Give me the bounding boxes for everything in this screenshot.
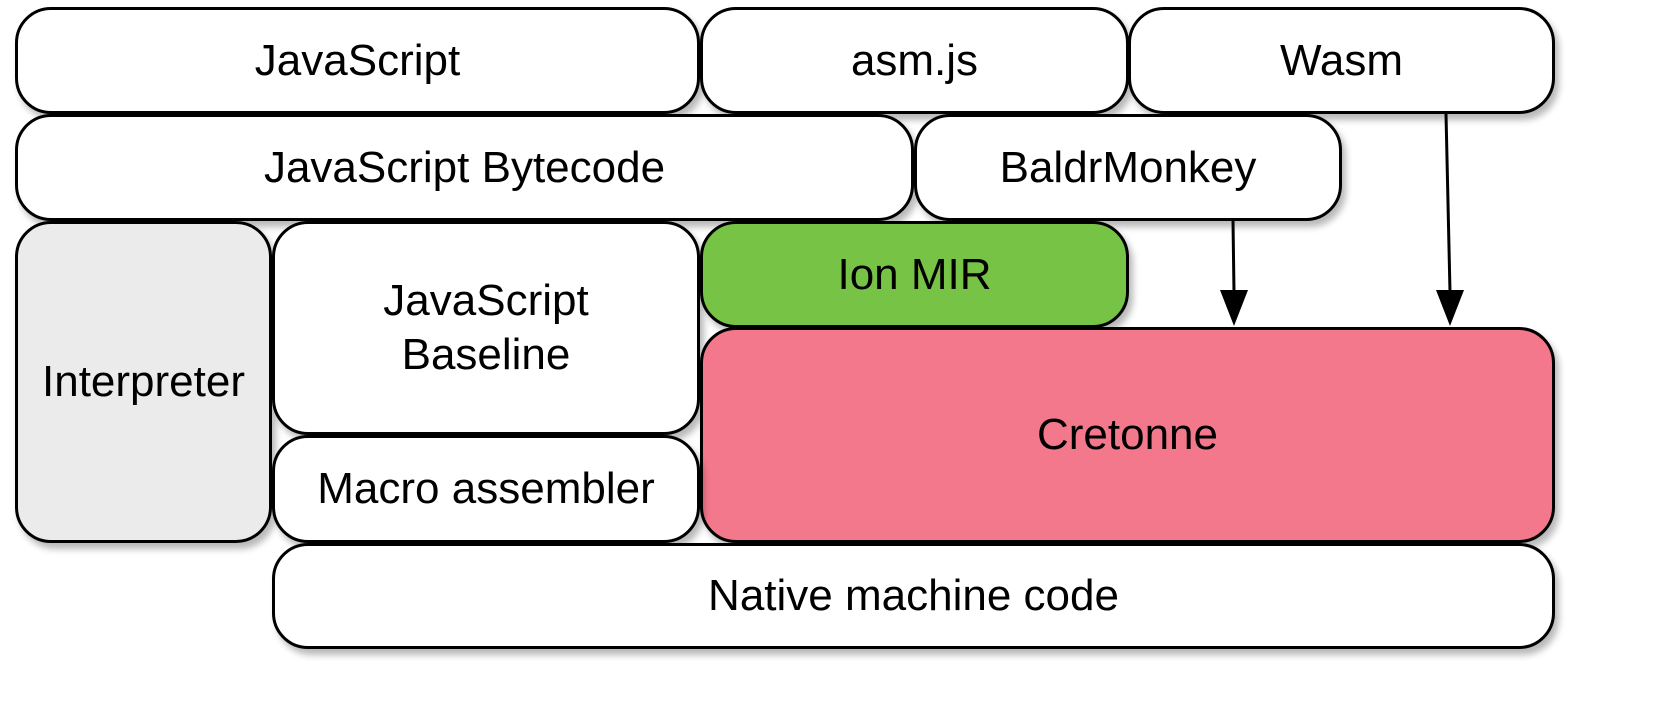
wasm-label: Wasm [1279, 35, 1404, 85]
ion-mir-label: Ion MIR [837, 249, 992, 299]
javascript-baseline-label: JavaScript Baseline [383, 276, 589, 379]
javascript-baseline-box: JavaScript Baseline [272, 221, 700, 435]
baldrmonkey-to-cretonne-arrow [1220, 220, 1248, 326]
cretonne-box: Cretonne [700, 327, 1555, 543]
javascript-label: JavaScript [254, 35, 461, 85]
ion-mir-box: Ion MIR [700, 221, 1129, 328]
javascript-bytecode-label: JavaScript Bytecode [263, 142, 666, 192]
asmjs-label: asm.js [850, 35, 979, 85]
interpreter-label: Interpreter [42, 357, 245, 406]
cretonne-label: Cretonne [1036, 410, 1218, 459]
javascript-bytecode-box: JavaScript Bytecode [15, 114, 914, 221]
baldrmonkey-box: BaldrMonkey [914, 114, 1342, 221]
macro-assembler-label: Macro assembler [317, 464, 655, 513]
wasm-box: Wasm [1128, 7, 1555, 114]
wasm-to-cretonne-arrow [1436, 113, 1464, 326]
native-machine-code-label: Native machine code [708, 571, 1119, 620]
javascript-box: JavaScript [15, 7, 700, 114]
asmjs-box: asm.js [700, 7, 1129, 114]
baldrmonkey-label: BaldrMonkey [999, 142, 1257, 192]
interpreter-box: Interpreter [15, 221, 272, 543]
native-machine-code-box: Native machine code [272, 543, 1555, 649]
macro-assembler-box: Macro assembler [272, 435, 700, 543]
